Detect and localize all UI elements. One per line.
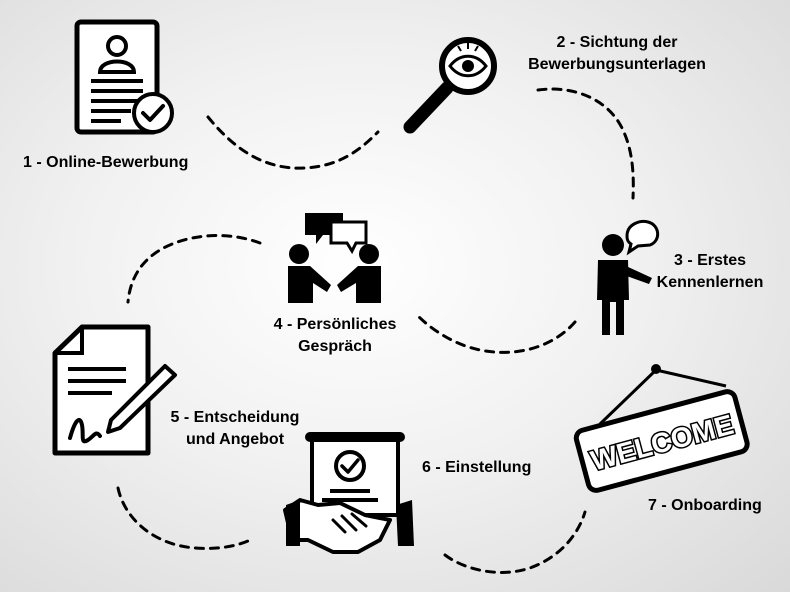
connector-1-2	[206, 115, 380, 170]
connector-2-3	[536, 87, 635, 200]
step-3-line1: 3 - Erstes	[673, 252, 747, 269]
step-1-label: 1 - Online-Bewerbung	[23, 152, 188, 174]
step-3-label: 3 - Erstes Kennenlernen	[640, 250, 780, 294]
handshake-certificate-icon	[283, 432, 414, 554]
contract-signature-icon	[52, 324, 177, 456]
connector-3-4	[416, 314, 577, 354]
step-5-line1: 5 - Entscheidung	[170, 409, 300, 426]
step-5-label: 5 - Entscheidung und Angebot	[145, 407, 325, 451]
step-6-label: 6 - Einstellung	[422, 457, 531, 479]
step-1-text: 1 - Online-Bewerbung	[23, 154, 189, 171]
step-4-line1: 4 - Persönliches	[273, 316, 397, 333]
step-7-label: 7 - Onboarding	[648, 495, 762, 517]
two-people-talking-icon	[288, 213, 381, 303]
step-2-line2: Bewerbungsunterlagen	[528, 56, 706, 73]
step-4-line2: Gespräch	[298, 338, 372, 355]
connector-lines	[116, 87, 635, 574]
resume-check-icon	[74, 19, 174, 135]
step-7-text: 7 - Onboarding	[648, 497, 762, 514]
step-3-line2: Kennenlernen	[656, 274, 764, 291]
welcome-sign-icon: WELCOME	[573, 364, 750, 493]
step-2-label: 2 - Sichtung der Bewerbungsunterlagen	[512, 32, 722, 76]
connector-5-6	[116, 486, 252, 550]
step-6-text: 6 - Einstellung	[422, 459, 532, 476]
connector-6-7	[443, 510, 587, 574]
step-4-label: 4 - Persönliches Gespräch	[245, 314, 425, 358]
step-2-line1: 2 - Sichtung der	[556, 34, 678, 51]
step-5-line2: und Angebot	[185, 431, 285, 448]
connector-4-5	[126, 234, 262, 304]
person-speech-bubble-icon	[597, 220, 660, 335]
magnifier-eye-icon	[403, 37, 497, 134]
